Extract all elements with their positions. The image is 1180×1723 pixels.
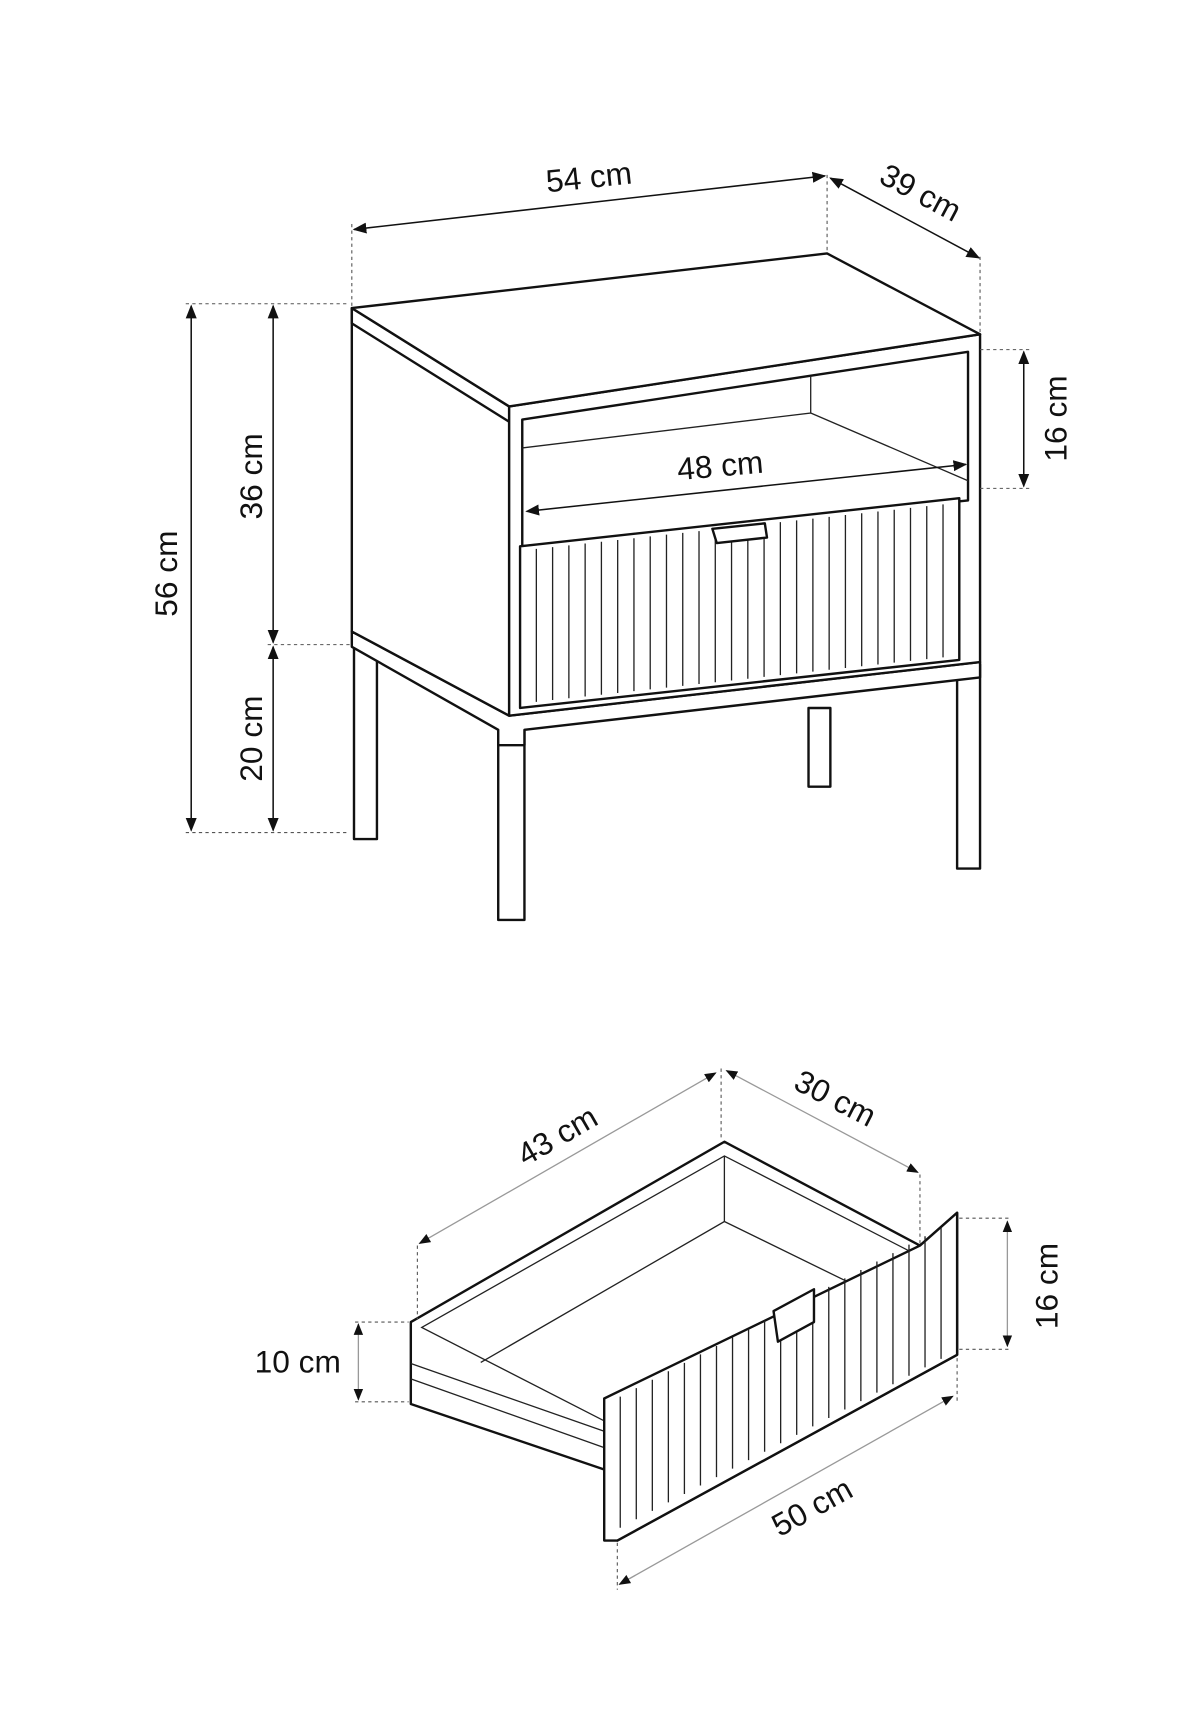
leg-front-right bbox=[955, 663, 982, 870]
leg-back-right bbox=[807, 706, 832, 788]
nightstand-drawing bbox=[350, 252, 982, 922]
leg-back-left bbox=[352, 637, 379, 841]
leg-height-label: 20 cm bbox=[233, 695, 269, 781]
inner-width-label: 48 cm bbox=[676, 444, 765, 487]
body-height-label: 36 cm bbox=[233, 433, 269, 519]
drawer-side-height-label: 10 cm bbox=[255, 1343, 341, 1379]
width-label: 54 cm bbox=[544, 155, 634, 200]
drawer-handle bbox=[711, 522, 769, 545]
drawer-front-width-label: 50 cm bbox=[765, 1470, 858, 1543]
drawer-handle-cutout bbox=[772, 1288, 816, 1343]
top-surface bbox=[350, 252, 982, 408]
total-height-label: 56 cm bbox=[148, 530, 184, 616]
depth-label: 39 cm bbox=[874, 156, 967, 228]
drawer-inner-width-label: 30 cm bbox=[789, 1062, 882, 1133]
leg-front-left bbox=[497, 722, 526, 922]
drawer-length-label: 43 cm bbox=[511, 1098, 604, 1172]
drawer-front-height-label: 16 cm bbox=[1029, 1243, 1065, 1329]
shelf-height-label: 16 cm bbox=[1037, 375, 1073, 461]
drawer-flutes bbox=[535, 504, 944, 702]
